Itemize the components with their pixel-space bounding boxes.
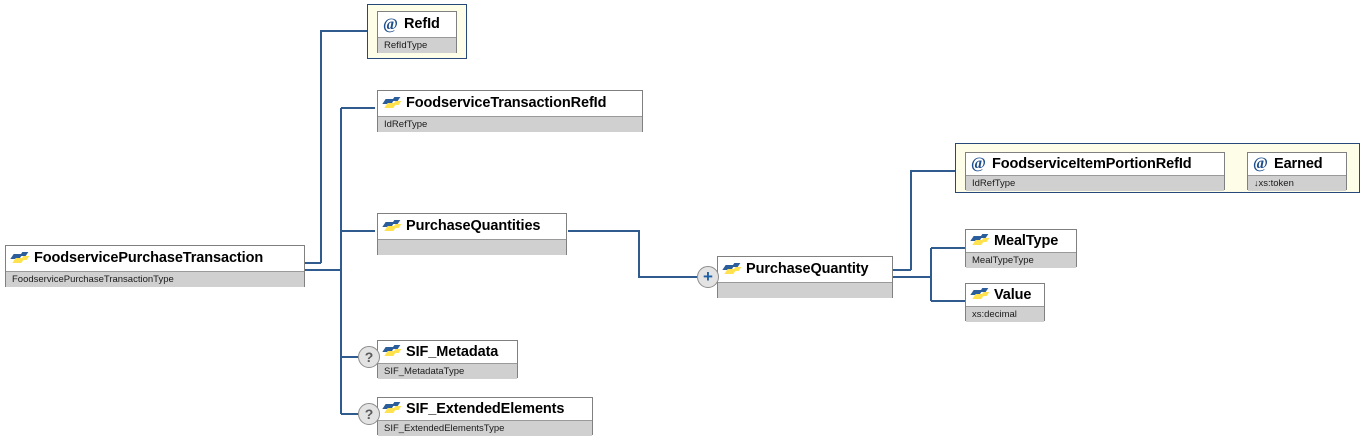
node-type: FoodservicePurchaseTransactionType [6, 271, 304, 287]
node-type: SIF_ExtendedElementsType [378, 420, 592, 436]
node-label: PurchaseQuantity [746, 261, 869, 277]
node-label: Value [994, 287, 1032, 303]
optional-marker-sif-extended-elements[interactable]: ? [358, 403, 380, 425]
node-meal-type[interactable]: MealType MealTypeType [965, 229, 1077, 268]
node-title-row: SIF_Metadata [378, 341, 517, 363]
node-type: RefIdType [378, 37, 456, 53]
node-title-row: @ Earned [1248, 153, 1346, 175]
attribute-icon: @ [383, 15, 398, 33]
node-title-row: FoodserviceTransactionRefId [378, 91, 642, 116]
node-type [718, 282, 892, 298]
node-type: IdRefType [378, 116, 642, 132]
element-icon [382, 96, 402, 112]
node-type-text: xs:token [1258, 178, 1294, 189]
node-type: IdRefType [966, 175, 1224, 191]
node-label: SIF_ExtendedElements [406, 401, 565, 417]
node-title-row: @ FoodserviceItemPortionRefId [966, 153, 1224, 175]
node-title-row: PurchaseQuantities [378, 214, 566, 239]
node-foodservice-transaction-refid[interactable]: FoodserviceTransactionRefId IdRefType [377, 90, 643, 132]
node-title-row: @ RefId [378, 12, 456, 37]
optional-marker-sif-metadata[interactable]: ? [358, 346, 380, 368]
node-type: xs:decimal [966, 306, 1044, 322]
node-type [378, 239, 566, 255]
element-icon [382, 219, 402, 235]
node-title-row: SIF_ExtendedElements [378, 398, 592, 420]
node-type: SIF_MetadataType [378, 363, 517, 379]
node-label: Earned [1274, 156, 1323, 172]
node-earned[interactable]: @ Earned ↓xs:token [1247, 152, 1347, 191]
node-sif-extended-elements[interactable]: SIF_ExtendedElements SIF_ExtendedElement… [377, 397, 593, 436]
node-type: MealTypeType [966, 252, 1076, 268]
node-title-row: Value [966, 284, 1044, 306]
node-purchase-quantity[interactable]: PurchaseQuantity [717, 256, 893, 298]
attribute-icon: @ [971, 155, 986, 172]
node-title-row: FoodservicePurchaseTransaction [6, 246, 304, 271]
node-label: FoodserviceItemPortionRefId [992, 156, 1192, 172]
node-foodservice-purchase-transaction[interactable]: FoodservicePurchaseTransaction Foodservi… [5, 245, 305, 287]
node-label: PurchaseQuantities [406, 218, 541, 234]
element-icon [382, 344, 402, 360]
node-title-row: MealType [966, 230, 1076, 252]
node-refid[interactable]: @ RefId RefIdType [377, 11, 457, 53]
node-value[interactable]: Value xs:decimal [965, 283, 1045, 322]
node-title-row: PurchaseQuantity [718, 257, 892, 282]
attribute-icon: @ [1253, 155, 1268, 172]
element-icon [722, 262, 742, 278]
node-sif-metadata[interactable]: SIF_Metadata SIF_MetadataType [377, 340, 518, 379]
element-icon [970, 233, 990, 249]
node-type: ↓xs:token [1248, 175, 1346, 191]
node-label: FoodservicePurchaseTransaction [34, 250, 264, 266]
expand-marker-purchase-quantity[interactable]: + [697, 266, 719, 288]
node-label: FoodserviceTransactionRefId [406, 95, 607, 111]
node-purchase-quantities[interactable]: PurchaseQuantities [377, 213, 567, 255]
restriction-arrow-icon: ↓ [1254, 178, 1259, 188]
element-icon [10, 251, 30, 267]
element-icon [382, 401, 402, 417]
node-label: SIF_Metadata [406, 344, 499, 360]
element-icon [970, 287, 990, 303]
node-foodservice-item-portion-refid[interactable]: @ FoodserviceItemPortionRefId IdRefType [965, 152, 1225, 191]
node-label: MealType [994, 233, 1059, 249]
node-label: RefId [404, 16, 440, 32]
